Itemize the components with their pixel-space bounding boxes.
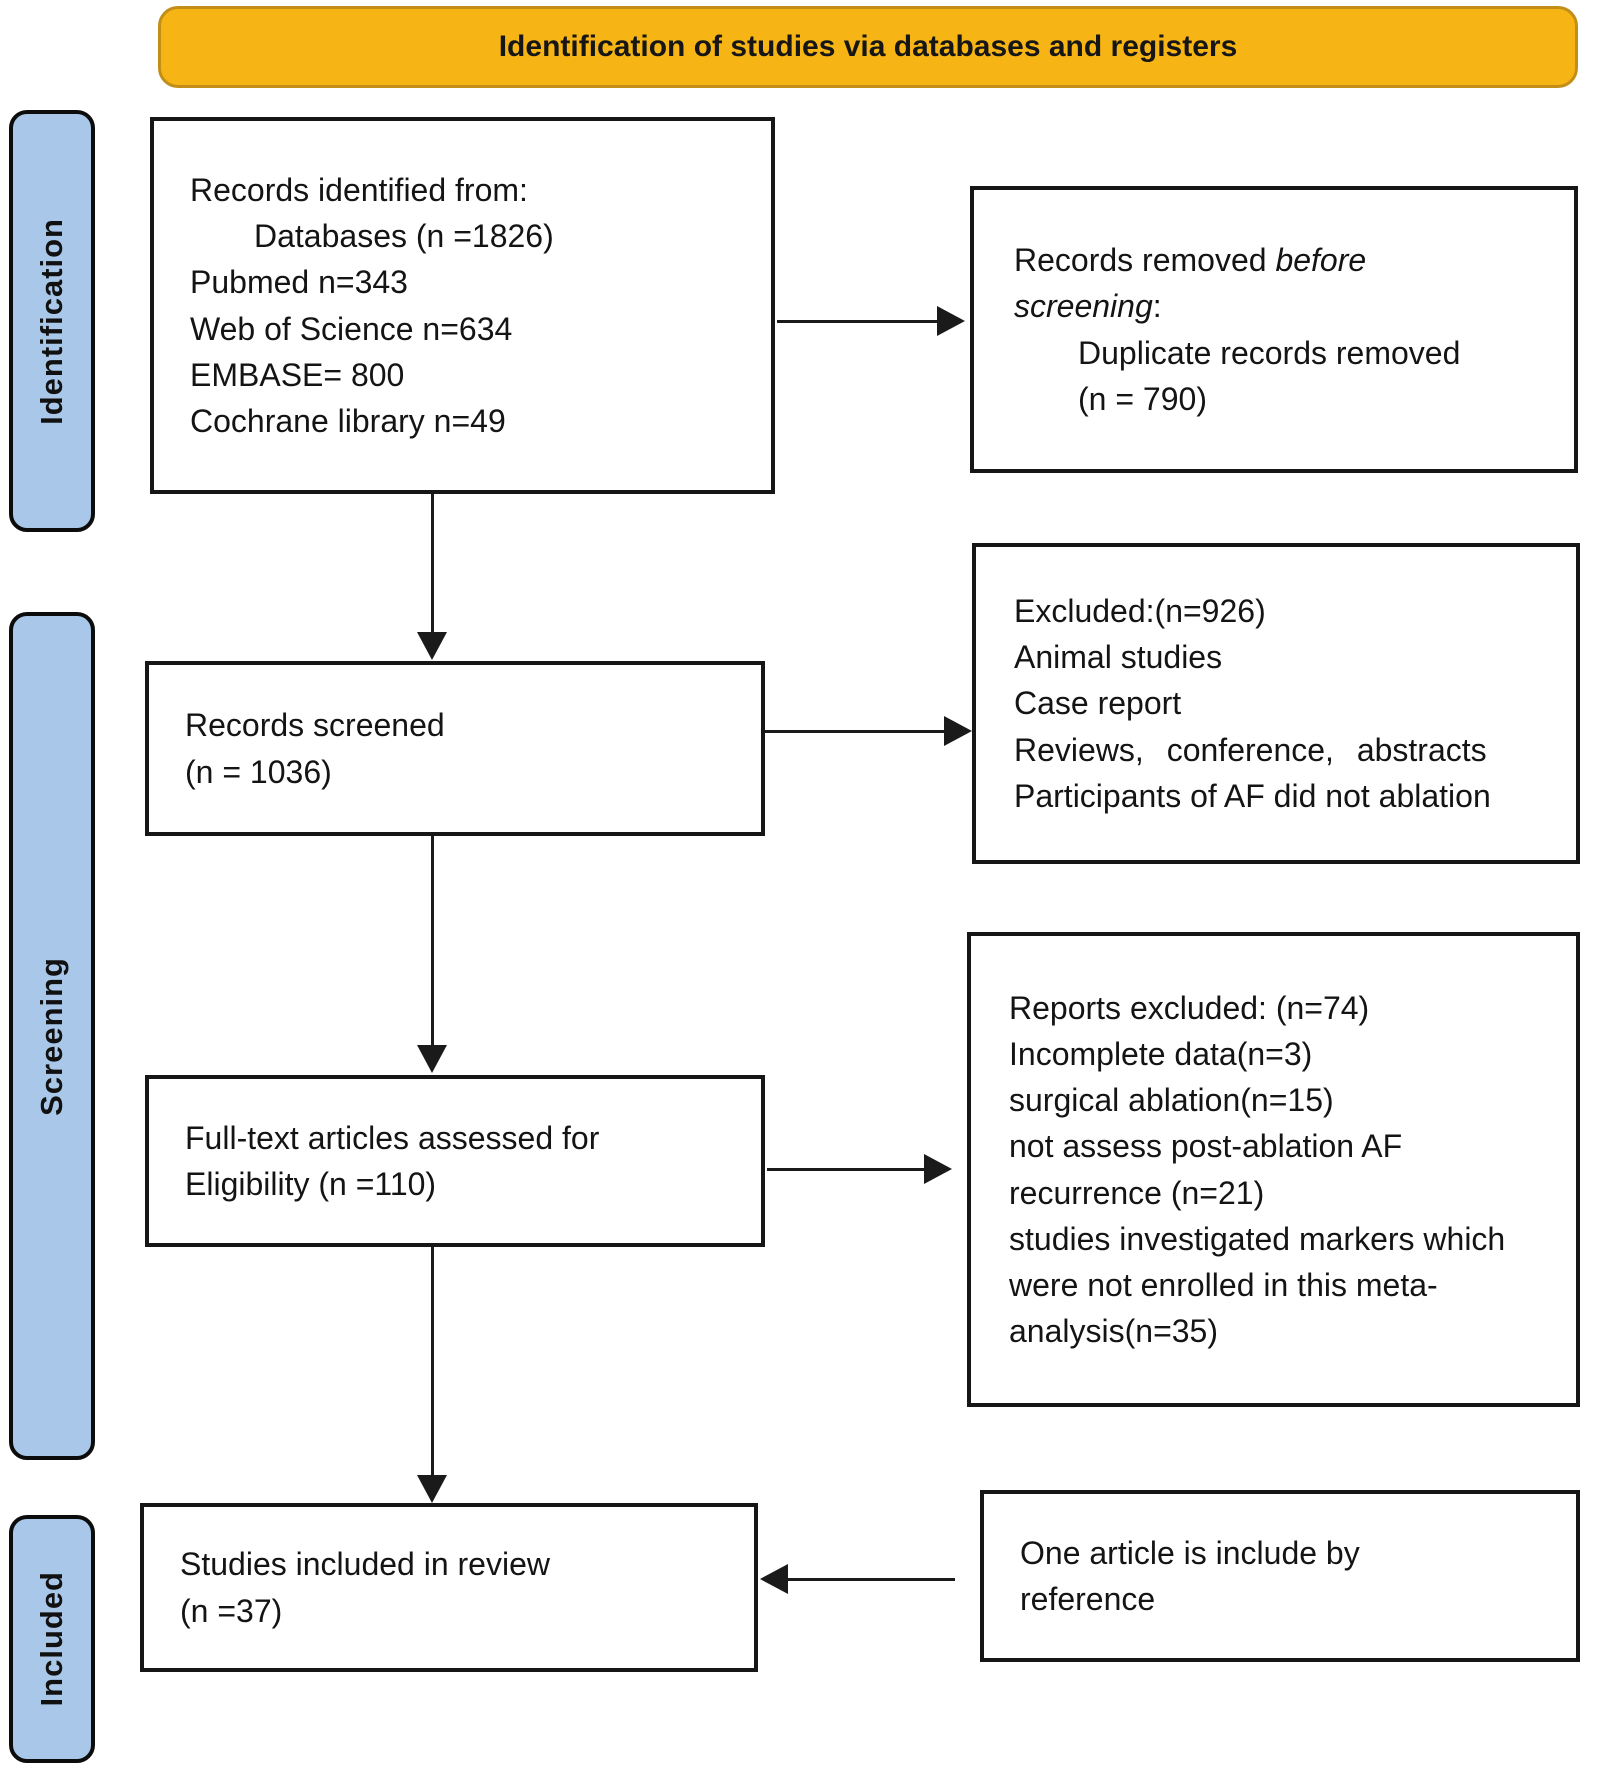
box-line: Reviews, conference, abstracts bbox=[1014, 731, 1487, 768]
arrow-line-fulltext-to-included bbox=[431, 1247, 434, 1477]
stage-label-text: Included bbox=[34, 1571, 69, 1707]
stage-label-text: Identification bbox=[34, 217, 69, 425]
box-line: (n = 790) bbox=[1078, 380, 1207, 417]
arrow-line-identified-to-screened bbox=[431, 494, 434, 634]
box-line: not assess post-ablation AF recurrence (… bbox=[1009, 1128, 1403, 1211]
one-article-box: One article is include by reference bbox=[980, 1490, 1580, 1662]
arrow-head-down-icon bbox=[417, 1045, 447, 1073]
records-removed-box: Records removed before screening: Duplic… bbox=[970, 186, 1578, 473]
arrow-head-right-icon bbox=[924, 1154, 952, 1184]
box-line: Eligibility (n =110) bbox=[185, 1166, 437, 1202]
records-identified-box: Records identified from: Databases (n =1… bbox=[150, 117, 775, 494]
box-line: Incomplete data(n=3) bbox=[1009, 1036, 1313, 1073]
arrow-head-right-icon bbox=[944, 716, 972, 746]
box-line: surgical ablation(n=15) bbox=[1009, 1082, 1334, 1119]
box-line: Participants of AF did not ablation bbox=[1014, 777, 1491, 814]
records-screened-box: Records screened (n = 1036) bbox=[145, 661, 765, 836]
reports-excluded-box: Reports excluded: (n=74) Incomplete data… bbox=[967, 932, 1580, 1407]
box-line: Records screened bbox=[185, 707, 445, 744]
box-text: : bbox=[1152, 288, 1162, 325]
full-text-assessed-box: Full-text articles assessed for Eligibil… bbox=[145, 1075, 765, 1247]
stage-label-included: Included bbox=[9, 1515, 95, 1763]
box-line: (n =37) bbox=[180, 1592, 283, 1629]
box-line: Reports excluded: (n=74) bbox=[1009, 990, 1370, 1027]
box-line: Web of Science n=634 bbox=[190, 310, 513, 347]
stage-label-screening: Screening bbox=[9, 612, 95, 1460]
arrow-head-right-icon bbox=[937, 306, 965, 336]
box-line: Databases (n =1826) bbox=[254, 218, 554, 255]
box-line: One article is include by reference bbox=[1020, 1534, 1360, 1617]
arrow-head-down-icon bbox=[417, 1475, 447, 1503]
stage-label-identification: Identification bbox=[9, 110, 95, 532]
box-line: studies investigated markers which were … bbox=[1009, 1220, 1506, 1349]
arrow-line-screened-to-fulltext bbox=[431, 836, 434, 1047]
box-line: Animal studies bbox=[1014, 639, 1223, 676]
arrow-line-fulltext-to-reports bbox=[767, 1168, 926, 1171]
arrow-line-identified-to-removed bbox=[777, 320, 939, 323]
box-line: Records removed before screening: bbox=[1014, 237, 1474, 329]
arrow-line-onearticle-to-included bbox=[788, 1578, 955, 1581]
stage-label-text: Screening bbox=[34, 956, 69, 1116]
banner-title-text: Identification of studies via databases … bbox=[498, 30, 1238, 63]
arrow-head-down-icon bbox=[417, 632, 447, 660]
box-line: Cochrane library n=49 bbox=[190, 402, 506, 439]
box-text: Records removed bbox=[1014, 242, 1276, 279]
arrow-head-left-icon bbox=[760, 1564, 788, 1594]
box-line: Excluded:(n=926) bbox=[1014, 593, 1266, 630]
box-line: (n = 1036) bbox=[185, 753, 332, 790]
box-text-italic: before screening bbox=[1014, 242, 1367, 325]
box-line: Studies included in review bbox=[180, 1546, 550, 1583]
box-line: Records identified from: bbox=[190, 172, 528, 209]
excluded-box: Excluded:(n=926) Animal studies Case rep… bbox=[972, 543, 1580, 864]
box-line: Full-text articles assessed for bbox=[185, 1119, 600, 1156]
box-line: Pubmed n=343 bbox=[190, 264, 408, 301]
box-line: Duplicate records removed bbox=[1078, 334, 1461, 371]
arrow-line-screened-to-excluded bbox=[765, 730, 946, 733]
box-line: Case report bbox=[1014, 685, 1182, 722]
banner-title: Identification of studies via databases … bbox=[158, 6, 1578, 88]
box-line: EMBASE= 800 bbox=[190, 356, 405, 393]
studies-included-box: Studies included in review (n =37) bbox=[140, 1503, 758, 1672]
